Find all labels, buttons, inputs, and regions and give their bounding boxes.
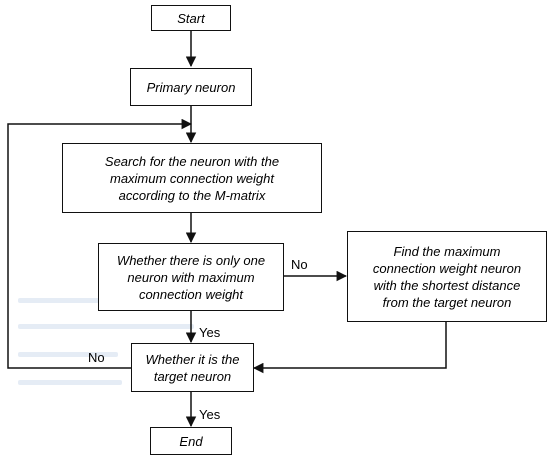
search-label-line-2: maximum connection weight (109, 170, 275, 186)
watermark-bar (18, 380, 122, 385)
edge-label-no-loop: No (88, 350, 105, 365)
watermark-bar (18, 298, 176, 303)
start-label: Start (177, 10, 205, 26)
primary-neuron-label: Primary neuron (146, 79, 236, 95)
edge-label-yes-down: Yes (199, 325, 221, 340)
end-label: End (179, 433, 203, 449)
find-label-line-2: connection weight neuron (372, 260, 522, 276)
search-label-line-3: according to the M-matrix (118, 187, 266, 203)
search-neuron-node: Search for the neuron with the maximum c… (62, 143, 322, 213)
watermark-bar (18, 324, 194, 329)
is-target-label-line-1: Whether it is the (145, 351, 240, 367)
start-node: Start (151, 5, 231, 31)
only-one-decision-node: Whether there is only one neuron with ma… (98, 243, 284, 311)
is-target-decision-node: Whether it is the target neuron (131, 343, 254, 392)
only-one-label-line-2: neuron with maximum (127, 269, 255, 285)
edge-label-no-right: No (291, 257, 308, 272)
arrow-find-to-target (252, 322, 447, 374)
arrow-target-no-loop (7, 118, 193, 369)
primary-neuron-node: Primary neuron (130, 68, 252, 106)
is-target-label-line-2: target neuron (153, 368, 232, 384)
only-one-label-line-1: Whether there is only one (116, 252, 266, 268)
watermark-bar (18, 352, 118, 357)
search-label-line-1: Search for the neuron with the (104, 153, 280, 169)
find-label-line-1: Find the maximum (393, 243, 501, 259)
find-label-line-3: with the shortest distance (373, 277, 521, 293)
only-one-label-line-3: connection weight (138, 286, 244, 302)
find-nearest-node: Find the maximum connection weight neuro… (347, 231, 547, 322)
edge-label-yes-end: Yes (199, 407, 221, 422)
end-node: End (150, 427, 232, 455)
find-label-line-4: from the target neuron (382, 294, 512, 310)
